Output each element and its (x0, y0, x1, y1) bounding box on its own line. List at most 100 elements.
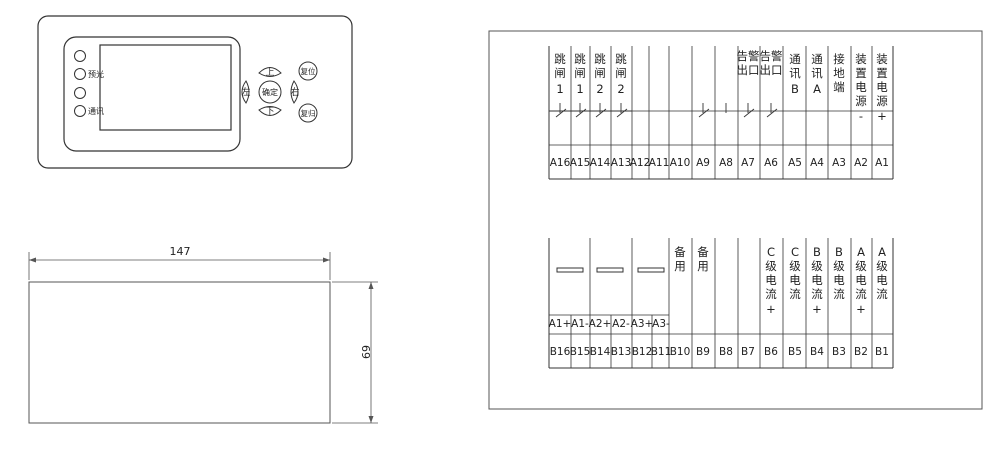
svg-text:确定: 确定 (262, 87, 278, 97)
svg-text:闸: 闸 (615, 66, 627, 80)
label-trip2-b: 跳 (615, 52, 627, 66)
label-b-current-plus: B (813, 245, 821, 259)
terminal-block-b: A1+ A1- A2+ A2- A3+ A3- 备 用 备 用 C 级 电 流 … (548, 238, 894, 369)
svg-text:出口: 出口 (737, 63, 760, 77)
svg-text:流: 流 (765, 287, 777, 301)
terminal-b2: B2 (854, 346, 868, 358)
terminal-a4: A4 (810, 157, 824, 169)
svg-text:1: 1 (556, 82, 563, 96)
svg-text:置: 置 (876, 66, 888, 80)
label-power-plus: 装 (876, 52, 888, 66)
pair-a2-minus: A2- (612, 318, 630, 330)
svg-text:左: 左 (241, 86, 250, 98)
terminal-a11: A11 (649, 157, 670, 169)
svg-text:上: 上 (265, 67, 274, 78)
return-button[interactable]: 复归 (298, 103, 318, 123)
svg-text:闸: 闸 (594, 66, 606, 80)
pair-a3-plus: A3+ (631, 318, 654, 330)
svg-text:源: 源 (855, 94, 867, 108)
terminal-b10: B10 (670, 346, 691, 358)
label-comm-b: 通 (789, 52, 801, 66)
pair-a2-plus: A2+ (589, 318, 612, 330)
terminal-b8: B8 (719, 346, 733, 358)
up-button[interactable]: 上 (258, 67, 282, 78)
svg-text:2: 2 (596, 82, 603, 96)
svg-text:级: 级 (876, 259, 888, 273)
terminal-b9: B9 (696, 346, 710, 358)
relay-contact-symbols (555, 103, 778, 118)
svg-text:电: 电 (765, 273, 777, 287)
svg-text:2: 2 (617, 82, 624, 96)
terminal-a10: A10 (670, 157, 691, 169)
svg-text:讯: 讯 (789, 66, 801, 80)
confirm-button[interactable]: 确定 (258, 80, 282, 104)
label-spare-b: 备 (697, 245, 709, 259)
svg-text:电: 电 (876, 273, 888, 287)
label-a-current: A (878, 245, 886, 259)
side-dimension-drawing: 147 69 (28, 245, 378, 424)
svg-text:级: 级 (765, 259, 777, 273)
svg-text:闸: 闸 (574, 66, 586, 80)
svg-text:A: A (813, 82, 821, 96)
terminal-a15: A15 (570, 157, 591, 169)
terminal-a8: A8 (719, 157, 733, 169)
svg-text:级: 级 (855, 259, 867, 273)
svg-text:电: 电 (833, 273, 845, 287)
svg-text:讯: 讯 (811, 66, 823, 80)
label-b-current: B (835, 245, 843, 259)
down-button[interactable]: 下 (258, 106, 282, 118)
svg-text:B: B (791, 82, 799, 96)
indicator-preheat: 预光 (74, 68, 104, 80)
terminal-b13: B13 (611, 346, 632, 358)
terminal-a1: A1 (875, 157, 889, 169)
terminal-b6: B6 (764, 346, 778, 358)
label-alarm-out-b: 告警 (760, 49, 783, 63)
terminal-b4: B4 (810, 346, 824, 358)
indicator-3 (74, 87, 86, 99)
svg-text:1: 1 (576, 82, 583, 96)
svg-text:端: 端 (833, 80, 845, 94)
right-button[interactable]: 右 (290, 80, 300, 104)
terminal-a12: A12 (630, 157, 651, 169)
label-trip2-a: 跳 (594, 52, 606, 66)
label-ground: 接 (833, 52, 845, 66)
svg-text:电: 电 (789, 273, 801, 287)
terminal-b11: B11 (651, 346, 672, 358)
svg-text:复归: 复归 (301, 108, 316, 118)
svg-text:复位: 复位 (301, 66, 316, 76)
terminal-b7: B7 (741, 346, 755, 358)
svg-text:级: 级 (789, 259, 801, 273)
label-a-current-plus: A (857, 245, 865, 259)
svg-text:通讯: 通讯 (88, 106, 104, 116)
height-dimension: 69 (359, 345, 372, 359)
label-trip1-a: 跳 (554, 52, 566, 66)
terminal-a2: A2 (854, 157, 868, 169)
terminal-a6: A6 (764, 157, 778, 169)
display-bezel (63, 36, 241, 152)
reset-button[interactable]: 复位 (298, 61, 318, 81)
pair-a1-minus: A1- (571, 318, 589, 330)
terminal-b1: B1 (875, 346, 889, 358)
label-power-minus: 装 (855, 52, 867, 66)
terminal-b3: B3 (832, 346, 846, 358)
left-button[interactable]: 左 (241, 80, 251, 104)
label-spare-a: 备 (674, 245, 686, 259)
svg-text:+: + (812, 302, 822, 316)
svg-text:级: 级 (811, 259, 823, 273)
terminal-a5: A5 (788, 157, 802, 169)
svg-text:预光: 预光 (88, 69, 104, 79)
svg-text:源: 源 (876, 94, 888, 108)
label-c-current: C (791, 245, 799, 259)
label-trip1-b: 跳 (574, 52, 586, 66)
svg-text:用: 用 (674, 259, 686, 273)
svg-text:右: 右 (290, 86, 299, 98)
svg-text:电: 电 (876, 80, 888, 94)
terminal-a7: A7 (741, 157, 755, 169)
svg-text:+: + (877, 109, 887, 123)
terminal-a3: A3 (832, 157, 846, 169)
label-alarm-out-a: 告警 (737, 49, 760, 63)
indicator-1 (74, 50, 86, 62)
lcd-screen (99, 44, 232, 131)
terminal-b5: B5 (788, 346, 802, 358)
svg-text:电: 电 (855, 273, 867, 287)
